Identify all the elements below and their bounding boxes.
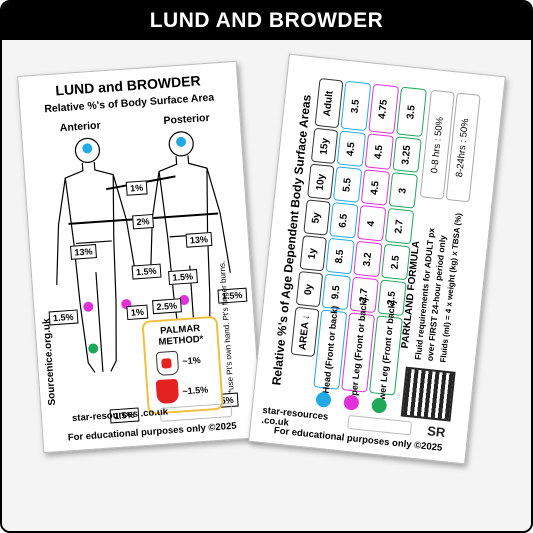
hand-outline-icon [155, 350, 180, 377]
head-dot-posterior [176, 136, 187, 147]
pct-label-genitalia: 1% [126, 304, 149, 321]
upper-leg-dot-1 [83, 301, 94, 312]
red-hand-icon [155, 378, 180, 405]
head-10y: 5.5 [332, 166, 363, 203]
anterior-figure [56, 137, 138, 373]
pct-label-hand-left: 1.5% [48, 309, 79, 326]
pct-label-neck: 1% [125, 180, 148, 196]
lowerleg-adult: 3.5 [396, 86, 428, 138]
head-1y: 8.5 [325, 237, 355, 275]
age-5y: 5y [303, 199, 331, 236]
sr-logo: SR [426, 423, 447, 441]
banner-title: LUND AND BROWDER [2, 2, 531, 40]
palmar-method-box: PALMAR METHOD* ~1% ~1.5% [141, 315, 224, 415]
head-dot-anterior [82, 143, 93, 154]
age-adult: Adult [314, 78, 344, 129]
upperleg-15y: 4.5 [364, 133, 394, 170]
upperleg-1y: 3.2 [353, 240, 383, 278]
lund-browder-card: LUND and BROWDER Relative %'s of Body Su… [17, 60, 263, 454]
head-0y: 9.5 [321, 273, 352, 311]
age-table-card: Relative %'s of Age Dependent Body Surfa… [248, 53, 506, 465]
lower-leg-dot-1 [88, 343, 99, 354]
pct-label-buttock-1: 1.5% [131, 263, 162, 280]
palmar-1-value: ~1% [182, 355, 201, 367]
qr-code [400, 366, 456, 422]
head-color-dot [315, 391, 332, 408]
age-0y: 0y [295, 270, 324, 308]
age-1y: 1y [299, 235, 327, 272]
head-15y: 4.5 [336, 130, 367, 167]
head-adult: 3.5 [340, 80, 372, 132]
pct-label-posterior-trunk: 13% [185, 231, 213, 248]
palmar-15-value: ~1.5% [182, 384, 209, 397]
lowerleg-15y: 3.25 [392, 136, 422, 173]
palmar-title: PALMAR METHOD* [158, 322, 204, 348]
upperleg-color-dot [343, 394, 360, 411]
upperleg-adult: 4.75 [368, 83, 400, 135]
card2-name-box [347, 414, 413, 436]
pct-label-anterior-trunk: 13% [70, 244, 97, 260]
head-5y: 6.5 [329, 202, 359, 239]
lowerleg-1y: 2.5 [381, 243, 411, 281]
pct-label-genital: 2% [132, 213, 155, 230]
lowerleg-row-label: Lower Leg (Front or back) [368, 300, 403, 411]
lowerleg-5y: 2.7 [384, 207, 415, 245]
age-10y: 10y [307, 163, 335, 200]
lowerleg-10y: 3 [388, 172, 419, 209]
area-label: AREA ↓ [290, 306, 320, 357]
age-15y: 15y [310, 127, 339, 165]
pct-label-buttock-2: 1.5% [168, 269, 198, 286]
pct-label-thigh: 2.5% [152, 298, 182, 315]
upperleg-5y: 4 [357, 204, 387, 242]
upper-leg-dot-3 [179, 295, 190, 306]
lowerleg-color-dot [370, 397, 388, 414]
upperleg-10y: 4.5 [360, 169, 391, 206]
